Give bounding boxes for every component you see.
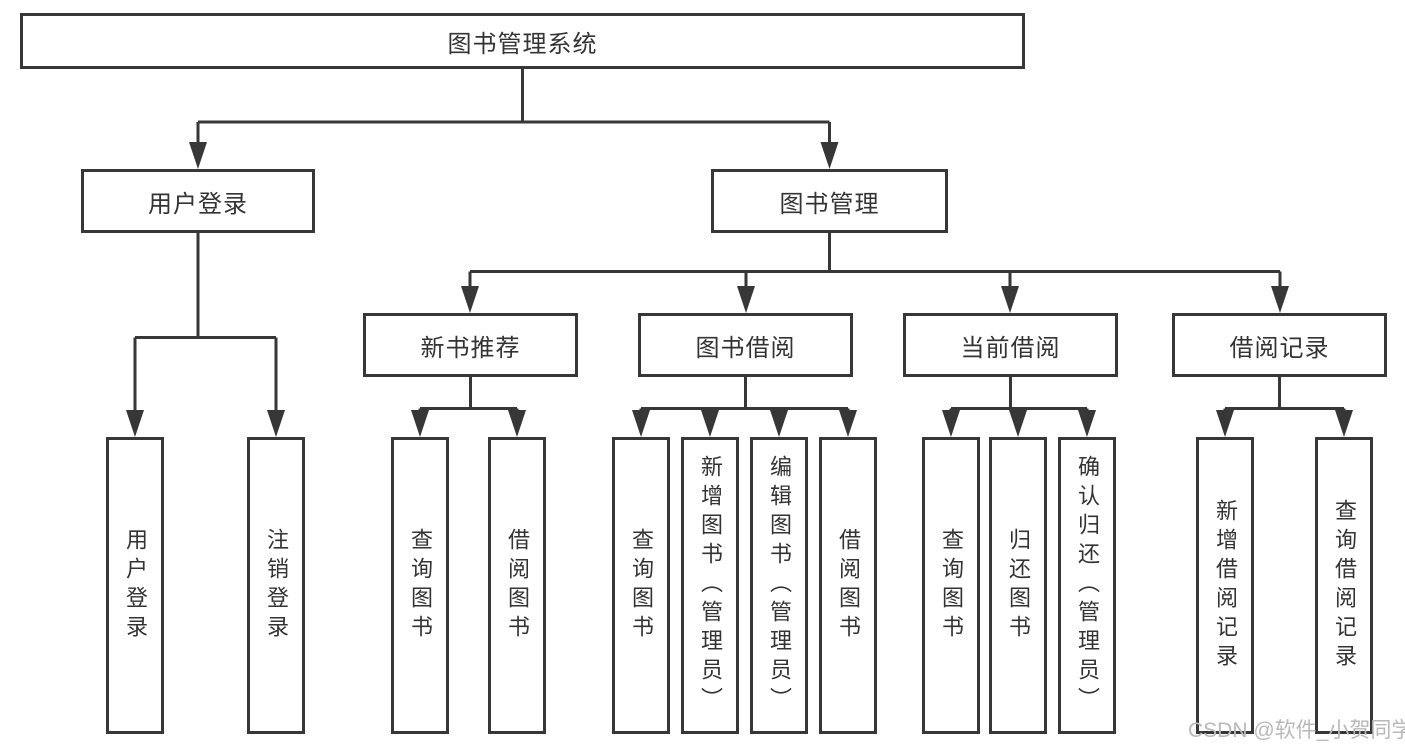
leaf-borrow-books-label: 借阅图书 bbox=[836, 527, 861, 644]
arrow-down-icon bbox=[461, 286, 479, 313]
leaf-add-borrow-record: 新增借阅记录 bbox=[1196, 437, 1254, 734]
connector-user-login-to-leaves bbox=[133, 233, 278, 418]
node-book-borrow-label: 图书借阅 bbox=[695, 334, 796, 362]
connector-book-borrow-to-leaves bbox=[639, 377, 850, 418]
arrow-down-icon bbox=[632, 410, 650, 437]
connector-borrow-records-to-leaves bbox=[1223, 377, 1346, 418]
leaf-query-books-current: 查询图书 bbox=[922, 437, 980, 734]
leaf-user-login: 用户登录 bbox=[106, 437, 164, 734]
connector-new-book-to-leaves bbox=[418, 377, 519, 418]
node-current-borrow-label: 当前借阅 bbox=[960, 334, 1061, 362]
watermark: CSDN @软件_小贺同学 bbox=[1188, 719, 1405, 742]
node-user-login: 用户登录 bbox=[81, 169, 315, 233]
leaf-logout: 注销登录 bbox=[247, 437, 305, 734]
leaf-confirm-return-admin: 确认归还（管理员） bbox=[1058, 437, 1116, 734]
node-root: 图书管理系统 bbox=[20, 13, 1025, 69]
leaf-query-books-recommend-label: 查询图书 bbox=[408, 527, 433, 644]
arrow-down-icon bbox=[1271, 286, 1289, 313]
arrow-down-icon bbox=[508, 410, 526, 437]
leaf-edit-book-admin: 编辑图书（管理员） bbox=[750, 437, 808, 734]
node-root-label: 图书管理系统 bbox=[447, 30, 598, 58]
arrow-down-icon bbox=[126, 410, 144, 437]
leaf-query-borrow-record-label: 查询借阅记录 bbox=[1332, 498, 1357, 673]
leaf-add-borrow-record-label: 新增借阅记录 bbox=[1213, 498, 1238, 673]
arrow-down-icon bbox=[820, 142, 839, 169]
arrow-down-icon bbox=[267, 410, 285, 437]
leaf-query-books-borrow-label: 查询图书 bbox=[629, 527, 654, 644]
node-borrow-records-label: 借阅记录 bbox=[1229, 334, 1330, 362]
leaf-query-books-recommend: 查询图书 bbox=[391, 437, 449, 734]
leaf-return-book-label: 归还图书 bbox=[1006, 527, 1031, 644]
leaf-borrow-books: 借阅图书 bbox=[819, 437, 877, 734]
connector-book-mgmt-to-level3 bbox=[468, 233, 1282, 293]
leaf-add-book-admin: 新增图书（管理员） bbox=[681, 437, 739, 734]
arrow-down-icon bbox=[1078, 410, 1096, 437]
node-borrow-records: 借阅记录 bbox=[1172, 313, 1387, 377]
leaf-query-books-current-label: 查询图书 bbox=[939, 527, 964, 644]
leaf-return-book: 归还图书 bbox=[989, 437, 1047, 734]
arrow-down-icon bbox=[1335, 410, 1353, 437]
arrow-down-icon bbox=[770, 410, 788, 437]
arrow-down-icon bbox=[839, 410, 857, 437]
connector-root-to-level2 bbox=[196, 69, 831, 150]
leaf-confirm-return-admin-label: 确认归还（管理员） bbox=[1075, 455, 1100, 716]
node-new-book-recommend-label: 新书推荐 bbox=[420, 334, 521, 362]
arrow-down-icon bbox=[189, 142, 207, 169]
arrow-down-icon bbox=[1001, 286, 1019, 313]
leaf-add-book-admin-label: 新增图书（管理员） bbox=[698, 455, 723, 716]
leaf-query-books-borrow: 查询图书 bbox=[612, 437, 670, 734]
arrow-down-icon bbox=[737, 286, 755, 313]
leaf-logout-label: 注销登录 bbox=[264, 527, 289, 644]
arrow-down-icon bbox=[1009, 410, 1027, 437]
leaf-edit-book-admin-label: 编辑图书（管理员） bbox=[767, 455, 792, 716]
leaf-borrow-books-recommend: 借阅图书 bbox=[488, 437, 546, 734]
arrow-down-icon bbox=[1216, 410, 1234, 437]
leaf-user-login-label: 用户登录 bbox=[123, 527, 148, 644]
node-user-login-label: 用户登录 bbox=[148, 190, 248, 218]
leaf-query-borrow-record: 查询借阅记录 bbox=[1315, 437, 1373, 734]
arrow-down-icon bbox=[942, 410, 960, 437]
arrow-down-icon bbox=[411, 410, 429, 437]
node-book-borrow: 图书借阅 bbox=[638, 313, 853, 377]
leaf-borrow-books-recommend-label: 借阅图书 bbox=[505, 527, 530, 644]
node-current-borrow: 当前借阅 bbox=[903, 313, 1118, 377]
node-new-book-recommend: 新书推荐 bbox=[363, 313, 578, 377]
node-book-mgmt: 图书管理 bbox=[711, 169, 948, 233]
node-book-mgmt-label: 图书管理 bbox=[779, 190, 880, 218]
arrow-down-icon bbox=[701, 410, 719, 437]
